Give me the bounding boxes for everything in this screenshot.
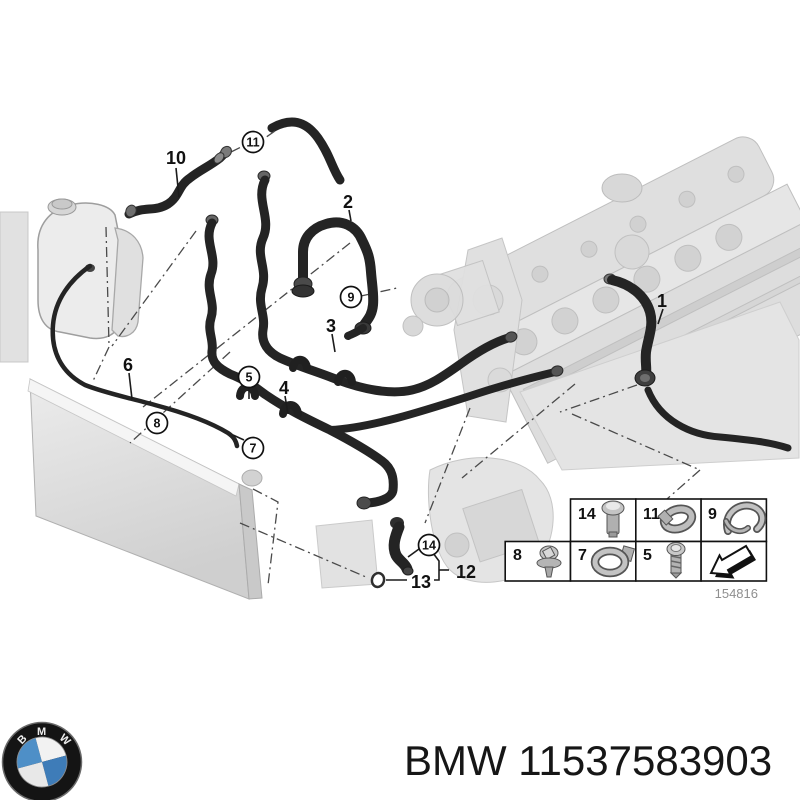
svg-text:7: 7: [578, 547, 587, 564]
callout-13: 13: [411, 572, 431, 592]
bolt-icon: [601, 500, 625, 538]
hose-2: [291, 217, 379, 340]
radiator: [27, 378, 263, 600]
circled-callouts: 11 9 5 8 7 14: [145, 130, 441, 557]
faded-hose-bottom-right: [644, 386, 792, 452]
svg-text:7: 7: [250, 442, 257, 456]
holder-clip-icon: [723, 501, 767, 535]
hose-1: [603, 273, 657, 387]
svg-text:11: 11: [246, 136, 259, 150]
logo-letter-m: M: [37, 726, 46, 738]
callout-labels: 10 2 3 1 6 4 13 12: [123, 148, 667, 592]
callout-4: 4: [279, 378, 289, 398]
screw-icon: [666, 542, 686, 579]
circled-callout-8: 8: [145, 411, 169, 435]
svg-text:5: 5: [246, 371, 253, 385]
bmw-logo: B M W: [1, 721, 83, 800]
hose-3: [255, 170, 518, 397]
leader-lines-solid: [128, 167, 664, 581]
callout-6: 6: [123, 355, 133, 375]
engine-block-faded: [0, 136, 800, 471]
circled-callout-11: 11: [241, 130, 265, 154]
svg-text:14: 14: [578, 506, 596, 523]
faded-hose-top: [267, 117, 345, 185]
callout-1: 1: [657, 291, 667, 311]
part-number-text: BMW 11537583903: [404, 737, 772, 784]
expanding-rivet-icon: [536, 545, 562, 578]
vent-pipe-12: [388, 517, 414, 576]
coolant-pipe-6: [50, 263, 240, 449]
svg-text:9: 9: [708, 506, 717, 523]
fastener-legend-table: 14 11 9 8 7 5: [504, 498, 768, 582]
circled-callout-5: 5: [237, 365, 261, 389]
profile-clamp-icon: [590, 545, 636, 578]
svg-text:11: 11: [643, 506, 660, 523]
svg-text:8: 8: [513, 547, 522, 564]
hose-10: [124, 145, 232, 219]
drawing-number: 154816: [715, 586, 758, 601]
callout-3: 3: [326, 316, 336, 336]
spring-clamp-icon: [657, 504, 697, 534]
svg-text:8: 8: [154, 417, 161, 431]
callout-10: 10: [166, 148, 186, 168]
circled-callout-9: 9: [339, 285, 363, 309]
circled-callout-14: 14: [417, 533, 441, 557]
svg-text:9: 9: [348, 291, 355, 305]
svg-text:14: 14: [422, 539, 436, 553]
callout-12: 12: [456, 562, 476, 582]
direction-arrow-icon: [709, 544, 756, 579]
o-ring-13: [370, 571, 386, 589]
circled-callout-7: 7: [241, 436, 265, 460]
callout-2: 2: [343, 192, 353, 212]
water-pump-faded: [402, 259, 500, 337]
svg-text:5: 5: [643, 547, 652, 564]
